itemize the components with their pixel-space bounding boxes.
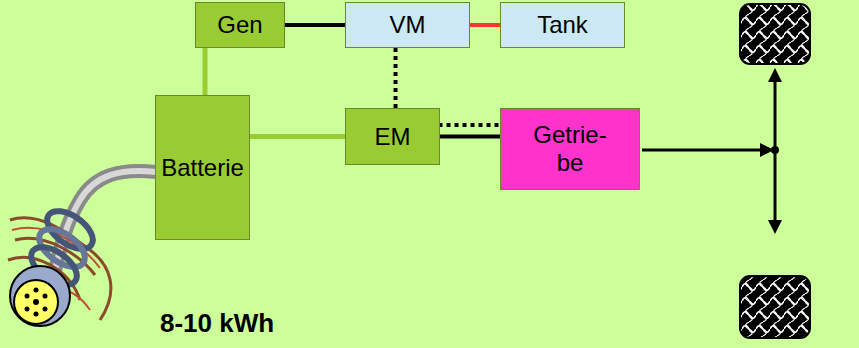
connector — [285, 25, 345, 26]
connector — [250, 136, 345, 137]
connector — [470, 25, 500, 26]
connector — [205, 48, 206, 95]
tank-box: Tank — [500, 2, 625, 48]
battery-box: Batterie — [155, 95, 250, 240]
node-text: VM — [390, 11, 426, 39]
wheel — [740, 276, 810, 338]
charging-plug — [8, 171, 156, 326]
connector — [440, 136, 500, 137]
node-text: Tank — [537, 11, 588, 39]
node-text: EM — [375, 123, 411, 151]
wheel — [740, 4, 810, 64]
arrow-head — [768, 68, 782, 82]
capacity-label: 8-10 kWh — [160, 308, 274, 339]
motor-box: EM — [345, 108, 440, 165]
gearbox-box: Getrie- be — [500, 108, 640, 190]
node-text: Gen — [217, 11, 262, 39]
engine-box: VM — [345, 2, 470, 48]
drive-shaft — [642, 149, 764, 152]
axle-joint — [771, 146, 779, 154]
generator-box: Gen — [195, 2, 285, 48]
arrow-head — [768, 220, 782, 234]
node-text: Batterie — [161, 154, 244, 182]
node-text: Getrie- be — [524, 121, 616, 176]
